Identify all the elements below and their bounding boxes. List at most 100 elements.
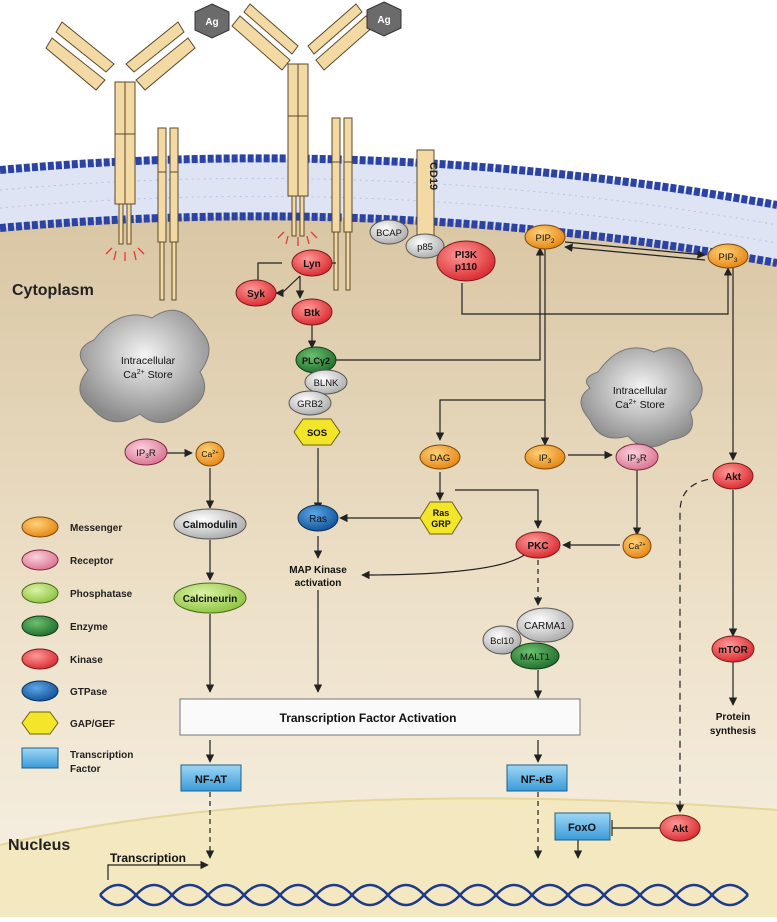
svg-text:p110: p110 [455, 262, 478, 273]
svg-text:Ca2+: Ca2+ [628, 541, 645, 551]
svg-text:PI3K: PI3K [455, 250, 478, 261]
node-rasgrp: Ras GRP [419, 501, 463, 535]
svg-text:GAP/GEF: GAP/GEF [70, 719, 115, 730]
node-ras: Ras [297, 504, 339, 532]
legend-enzyme: Enzyme [21, 615, 108, 637]
svg-text:PLCγ2: PLCγ2 [302, 356, 330, 366]
cytoplasm-label: Cytoplasm [12, 282, 94, 299]
svg-text:NF-AT: NF-AT [195, 774, 227, 786]
node-akt-nucleus: Akt [659, 814, 701, 842]
node-ip3r-left: IP3R [124, 438, 168, 466]
plasma-membrane [0, 154, 777, 267]
tf-nfat: NF-AT [180, 764, 242, 792]
svg-text:p85: p85 [417, 242, 433, 253]
svg-text:PIP2: PIP2 [536, 233, 555, 245]
store-left-line1: Intracellular [121, 355, 176, 367]
node-bcl10: Bcl10 [482, 625, 522, 655]
svg-text:PKC: PKC [527, 541, 548, 552]
node-akt-cytoplasm: Akt [712, 462, 754, 490]
node-ca-right: Ca2+ [622, 533, 652, 559]
node-mtor: mTOR [711, 635, 755, 663]
legend-gap-gef: GAP/GEF [21, 711, 115, 735]
svg-text:Ras: Ras [309, 514, 327, 525]
node-p85: p85 [405, 233, 445, 259]
svg-text:Akt: Akt [725, 472, 742, 483]
legend-transcription-factor: Transcription Factor [21, 747, 133, 775]
svg-text:Transcription Factor Activatio: Transcription Factor Activation [280, 711, 457, 725]
svg-text:Calmodulin: Calmodulin [183, 520, 237, 531]
store-left-line2: Ca2+ Store [123, 369, 173, 381]
legend: Messenger Receptor Phosphatase Enzyme Ki… [21, 516, 133, 775]
protein-synthesis-label-2: synthesis [710, 726, 757, 737]
svg-text:MALT1: MALT1 [520, 652, 550, 663]
svg-text:IP3R: IP3R [627, 453, 647, 465]
node-dag: DAG [419, 444, 461, 470]
map-kinase-label-2: activation [295, 578, 342, 589]
node-pip3: PIP3 [707, 243, 749, 269]
legend-kinase: Kinase [21, 648, 103, 670]
intracellular-ca-store-right: Intracellular Ca2+ Store [580, 347, 703, 448]
svg-text:FoxO: FoxO [568, 822, 597, 834]
svg-text:BLNK: BLNK [314, 378, 339, 389]
node-blnk: BLNK [304, 369, 348, 395]
node-ip3r-right: IP3R [615, 443, 659, 471]
svg-text:Phosphatase: Phosphatase [70, 589, 133, 600]
node-calcineurin: Calcineurin [173, 582, 247, 614]
map-kinase-label-1: MAP Kinase [289, 565, 347, 576]
transcription-label: Transcription [110, 851, 186, 865]
tf-activation-box: Transcription Factor Activation [179, 698, 581, 736]
nucleus-label: Nucleus [8, 837, 70, 854]
protein-synthesis-label-1: Protein [716, 712, 750, 723]
store-right-line1: Intracellular [613, 385, 668, 397]
svg-text:Enzyme: Enzyme [70, 622, 108, 633]
svg-text:SOS: SOS [307, 428, 327, 439]
antigen-left-label: Ag [205, 17, 218, 28]
svg-text:Bcl10: Bcl10 [490, 636, 514, 647]
svg-text:Transcription: Transcription [70, 750, 133, 761]
svg-text:Syk: Syk [247, 289, 265, 300]
svg-text:Kinase: Kinase [70, 655, 103, 666]
svg-text:Receptor: Receptor [70, 556, 113, 567]
svg-text:Btk: Btk [304, 308, 321, 319]
intracellular-ca-store-left: Intracellular Ca2+ Store [79, 309, 210, 423]
legend-messenger: Messenger [21, 516, 122, 538]
svg-text:Ca2+: Ca2+ [201, 449, 218, 459]
itam-signal-right [277, 231, 318, 246]
antigen-right: Ag [366, 1, 402, 37]
node-lyn: Lyn [291, 249, 333, 277]
node-ip3: IP3 [524, 444, 566, 470]
dna-helix [99, 883, 749, 907]
tf-nfkb: NF-κB [506, 764, 568, 792]
svg-text:Akt: Akt [672, 824, 689, 835]
node-pip2: PIP2 [524, 224, 566, 250]
node-calmodulin: Calmodulin [173, 508, 247, 540]
svg-text:GTPase: GTPase [70, 687, 108, 698]
svg-text:mTOR: mTOR [718, 645, 749, 656]
svg-text:BCAP: BCAP [376, 228, 402, 239]
svg-text:Calcineurin: Calcineurin [183, 594, 237, 605]
svg-text:IP3R: IP3R [136, 448, 156, 460]
antigen-right-label: Ag [377, 15, 390, 26]
node-grb2: GRB2 [288, 390, 332, 416]
node-carma1: CARMA1 [516, 607, 574, 643]
svg-text:GRP: GRP [431, 519, 451, 529]
svg-text:Ras: Ras [433, 508, 450, 518]
itam-signal-left [105, 247, 145, 261]
node-ca-left: Ca2+ [195, 441, 225, 467]
cd19-receptor: CD19 [416, 149, 439, 251]
tf-foxo: FoxO [554, 812, 611, 841]
node-btk: Btk [291, 298, 333, 326]
bcr-right [231, 3, 375, 291]
svg-text:CARMA1: CARMA1 [524, 621, 566, 632]
store-right-line2: Ca2+ Store [615, 399, 665, 411]
svg-text:Messenger: Messenger [70, 523, 122, 534]
node-plcg2: PLCγ2 [295, 346, 337, 374]
node-bcap: BCAP [369, 219, 409, 245]
node-pi3k-p110: PI3K p110 [436, 240, 496, 282]
svg-text:NF-κB: NF-κB [521, 774, 553, 786]
bcr-left [45, 21, 196, 301]
cd19-label: CD19 [427, 162, 439, 190]
legend-phosphatase: Phosphatase [21, 582, 133, 604]
antigen-left: Ag [194, 3, 230, 39]
